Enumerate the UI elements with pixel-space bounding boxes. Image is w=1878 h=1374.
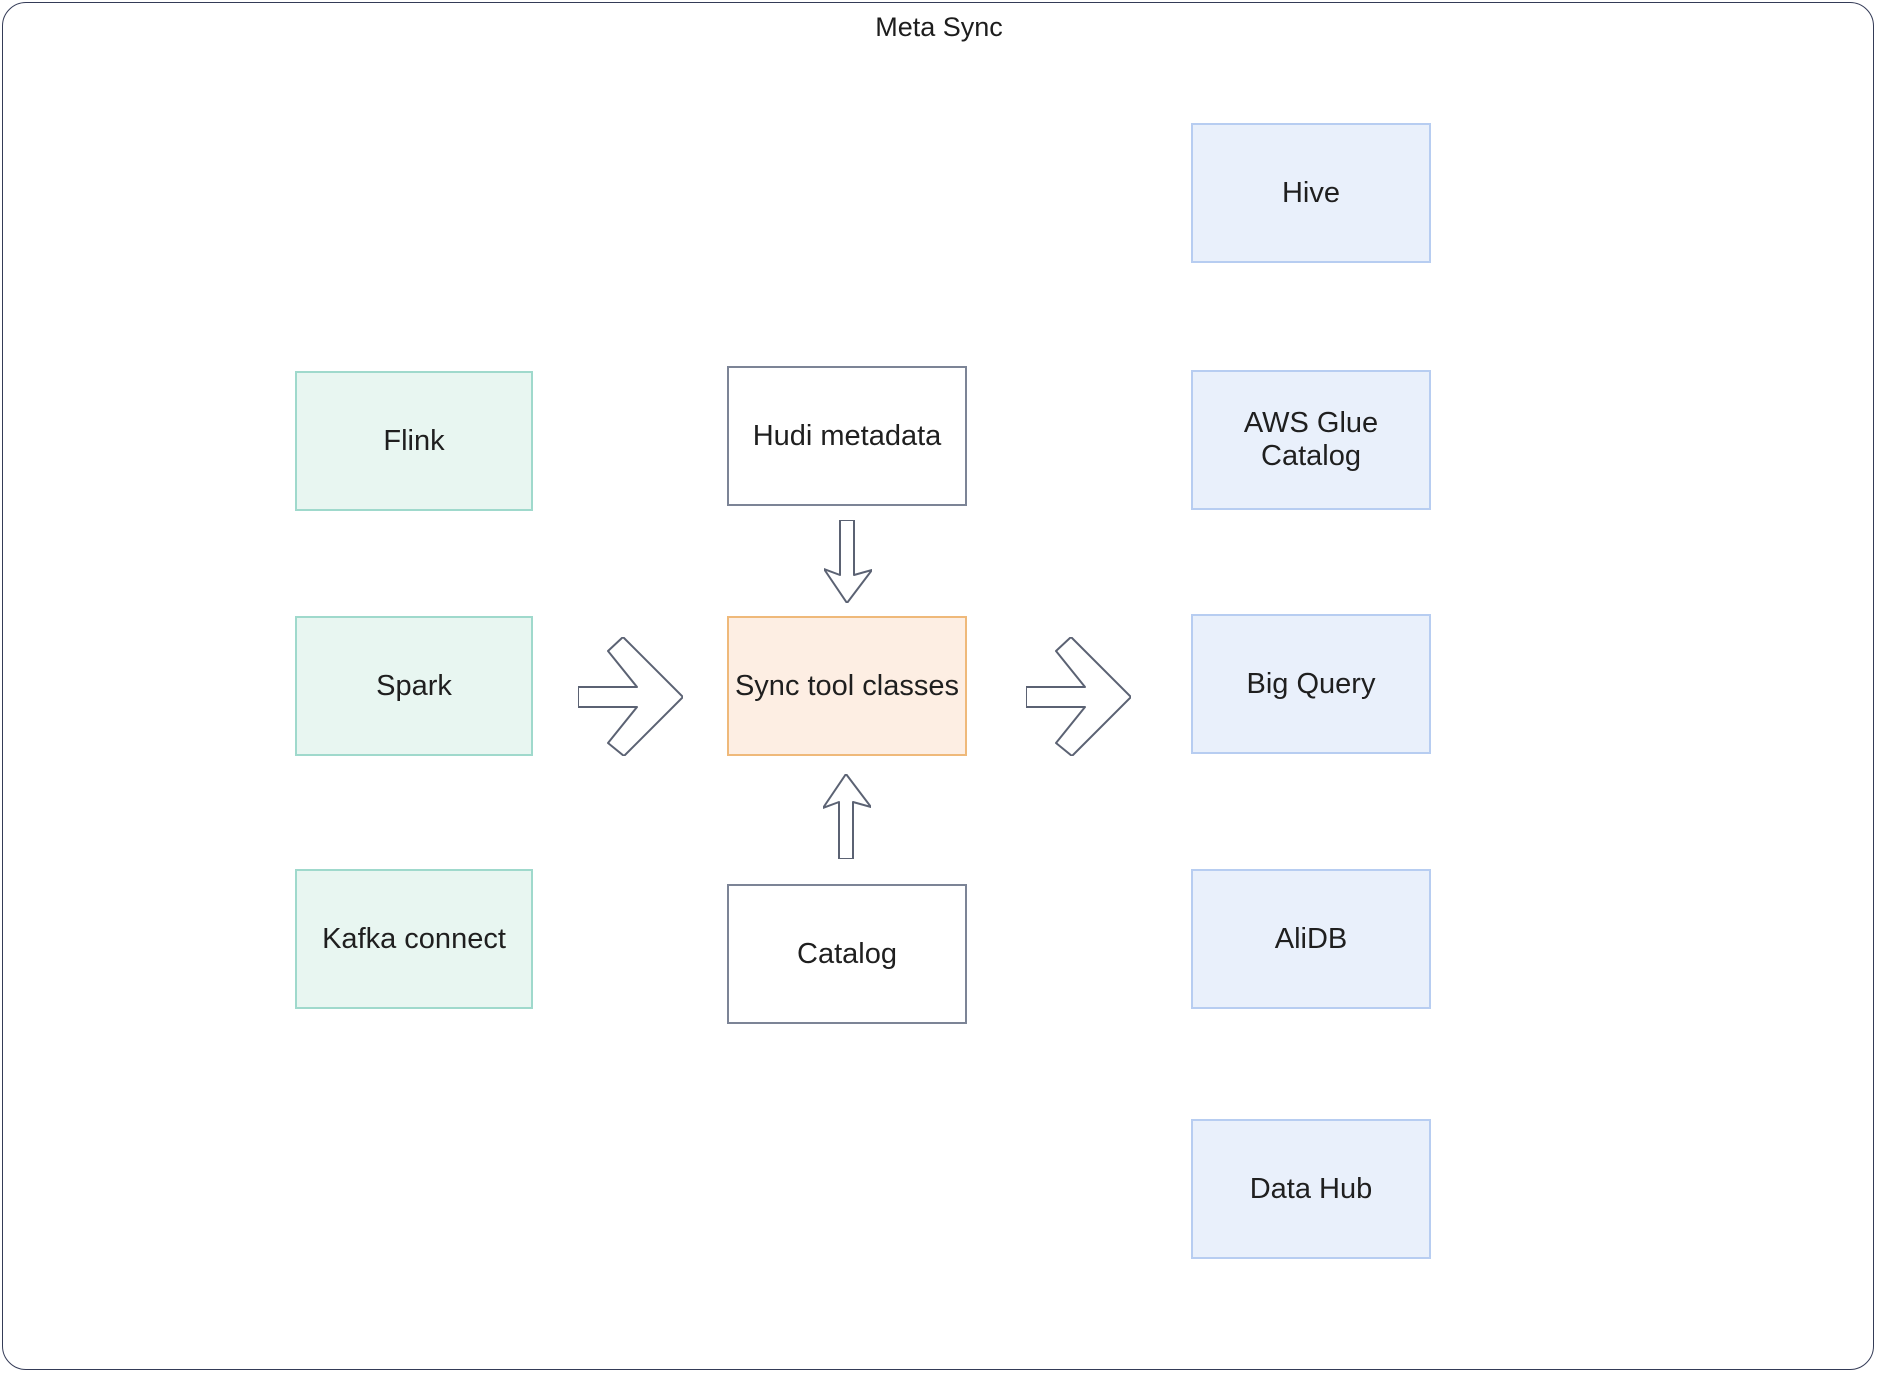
node-flink-label: Flink <box>383 424 445 457</box>
node-big-query: Big Query <box>1191 614 1431 754</box>
node-aws-glue-catalog-label: AWS Glue Catalog <box>1243 407 1379 472</box>
node-alidb-label: AliDB <box>1274 922 1348 955</box>
node-sync-tool-classes-label: Sync tool classes <box>734 669 960 702</box>
node-spark-label: Spark <box>376 669 452 702</box>
node-sync-tool-classes: Sync tool classes <box>727 616 967 756</box>
node-hive: Hive <box>1191 123 1431 263</box>
right-arrow-icon-sync-to-targets <box>1026 637 1131 756</box>
node-catalog: Catalog <box>727 884 967 1024</box>
node-aws-glue-catalog: AWS Glue Catalog <box>1191 370 1431 510</box>
node-catalog-label: Catalog <box>797 937 897 970</box>
node-spark: Spark <box>295 616 533 756</box>
diagram-title: Meta Sync <box>875 12 1003 42</box>
up-arrow-icon-catalog-to-sync <box>823 774 871 859</box>
node-hudi-metadata: Hudi metadata <box>727 366 967 506</box>
down-arrow-icon-hudi-to-sync <box>824 520 872 603</box>
node-data-hub: Data Hub <box>1191 1119 1431 1259</box>
node-flink: Flink <box>295 371 533 511</box>
node-kafka-connect-label: Kafka connect <box>322 922 506 955</box>
node-alidb: AliDB <box>1191 869 1431 1009</box>
node-data-hub-label: Data Hub <box>1249 1172 1373 1205</box>
right-arrow-icon-inputs-to-sync <box>578 637 683 756</box>
node-kafka-connect: Kafka connect <box>295 869 533 1009</box>
node-big-query-label: Big Query <box>1246 667 1376 700</box>
node-hudi-metadata-label: Hudi metadata <box>752 419 942 452</box>
node-hive-label: Hive <box>1281 176 1340 209</box>
